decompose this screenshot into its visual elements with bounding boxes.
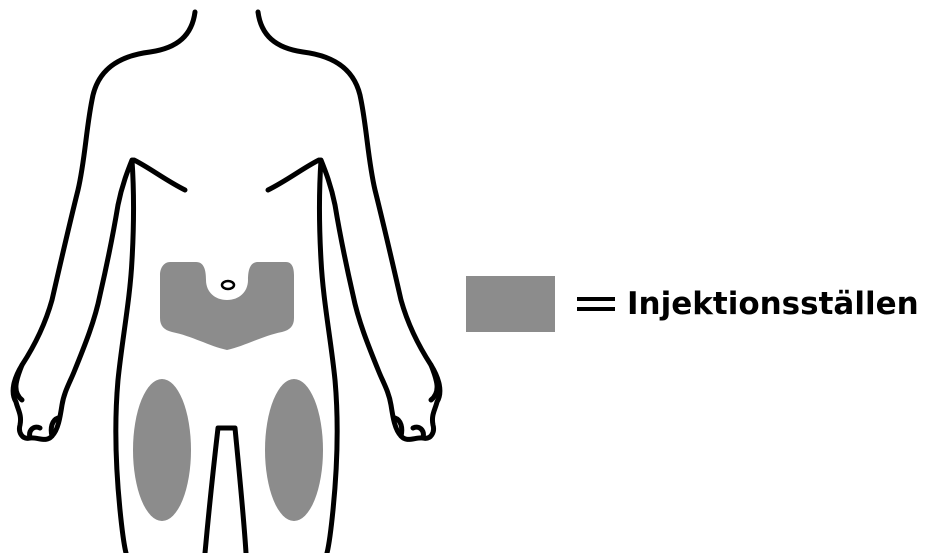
equals-sign-icon bbox=[577, 294, 615, 314]
abdomen-injection-site bbox=[160, 262, 294, 350]
inner-legs bbox=[205, 428, 246, 553]
chest-line-left bbox=[134, 160, 185, 190]
right-hand-detail bbox=[395, 365, 437, 438]
chest-line-right bbox=[268, 160, 319, 190]
legend-swatch bbox=[466, 276, 555, 332]
legend: Injektionsställen bbox=[466, 276, 919, 332]
left-hand-detail bbox=[16, 365, 58, 438]
navel-icon bbox=[222, 281, 234, 289]
legend-label: Injektionsställen bbox=[627, 289, 919, 320]
left-thigh-injection-site bbox=[265, 379, 323, 521]
right-thigh-injection-site bbox=[133, 379, 191, 521]
